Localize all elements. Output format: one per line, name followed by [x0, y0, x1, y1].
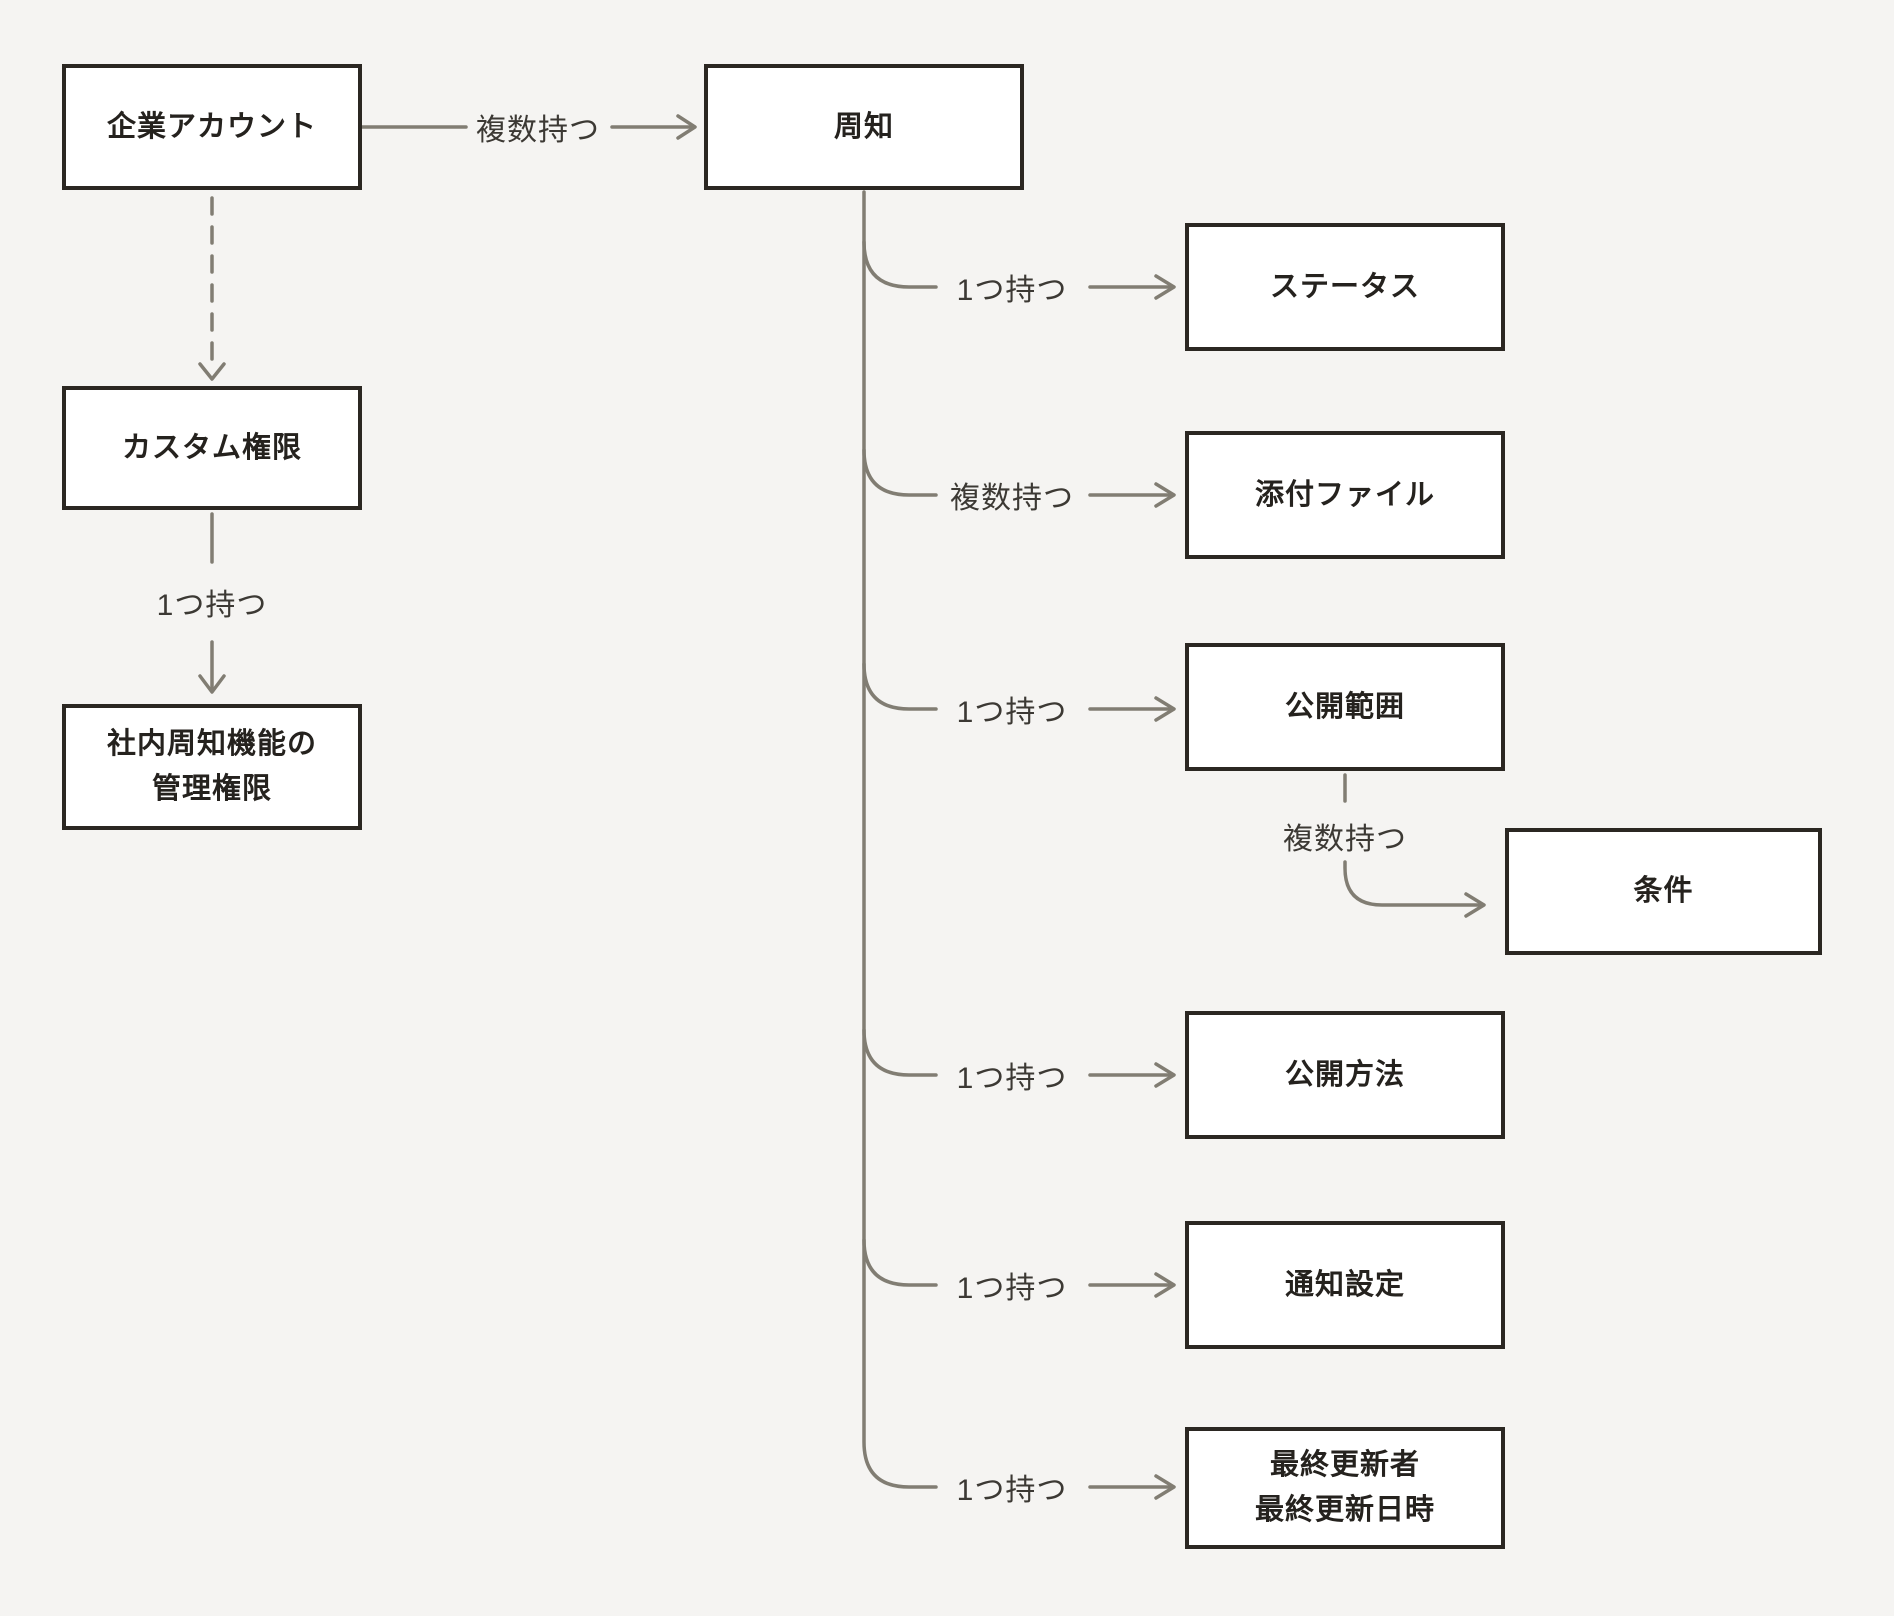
node-admin-permission-line1: 社内周知機能の: [106, 728, 317, 761]
node-status: ステータス: [1185, 223, 1505, 351]
node-admin-permission-line2: 管理権限: [151, 773, 272, 805]
node-status-label: ステータス: [1269, 270, 1420, 303]
branch-curve-attachment: [862, 448, 938, 497]
edge-label-announcement-to-status: 1つ持つ: [956, 274, 1068, 307]
branch-curve-scope: [862, 662, 938, 711]
node-custom-permission: カスタム権限: [62, 386, 362, 510]
node-announcement: 周知: [704, 64, 1024, 190]
edge-scope-to-condition-curve: [1343, 860, 1482, 907]
edge-announcement-trunk: [862, 190, 938, 1489]
edge-label-announcement-to-method: 1つ持つ: [956, 1062, 1068, 1095]
edge-label-announcement-to-scope: 1つ持つ: [956, 696, 1068, 729]
node-publish-scope-label: 公開範囲: [1284, 690, 1405, 723]
node-condition: 条件: [1505, 828, 1822, 955]
edge-label-custom-to-admin: 1つ持つ: [156, 589, 268, 622]
node-condition-label: 条件: [1633, 875, 1694, 908]
node-company-account: 企業アカウント: [62, 64, 362, 190]
node-company-account-label: 企業アカウント: [106, 110, 317, 143]
node-last-updated: 最終更新者 最終更新日時: [1185, 1427, 1505, 1549]
node-admin-permission: 社内周知機能の 管理権限: [62, 704, 362, 830]
node-attachment: 添付ファイル: [1185, 431, 1505, 559]
arrowhead-method: [1154, 1062, 1176, 1088]
arrowhead-status: [1154, 274, 1176, 300]
edge-label-announcement-to-notification: 1つ持つ: [956, 1272, 1068, 1305]
edge-label-scope-to-condition: 複数持つ: [1283, 823, 1407, 856]
node-custom-permission-label: カスタム権限: [121, 431, 302, 464]
edge-label-company-to-announcement: 複数持つ: [476, 114, 600, 147]
node-last-updated-line1: 最終更新者: [1269, 1449, 1420, 1482]
arrowhead-scope: [1154, 696, 1176, 722]
branch-curve-status: [862, 240, 938, 289]
node-publish-method: 公開方法: [1185, 1011, 1505, 1139]
branch-curve-notification: [862, 1238, 938, 1287]
arrowhead-notification: [1154, 1272, 1176, 1298]
node-notification-setting: 通知設定: [1185, 1221, 1505, 1349]
node-publish-scope: 公開範囲: [1185, 643, 1505, 771]
arrowhead-last-updated: [1154, 1474, 1176, 1500]
branch-curve-method: [862, 1028, 938, 1077]
node-publish-method-label: 公開方法: [1284, 1058, 1405, 1091]
node-notification-setting-label: 通知設定: [1284, 1268, 1405, 1301]
node-last-updated-line2: 最終更新日時: [1254, 1494, 1435, 1526]
edge-label-announcement-to-attachment: 複数持つ: [950, 482, 1074, 515]
arrowhead-attachment: [1154, 482, 1176, 508]
edge-label-announcement-to-last-updated: 1つ持つ: [956, 1474, 1068, 1507]
node-announcement-label: 周知: [833, 110, 894, 143]
arrowhead-right-announcement: [676, 114, 697, 140]
arrowhead-down-custom: [198, 362, 226, 381]
arrowhead-condition: [1464, 892, 1486, 918]
node-attachment-label: 添付ファイル: [1254, 478, 1435, 511]
arrowhead-down-admin: [198, 674, 226, 694]
